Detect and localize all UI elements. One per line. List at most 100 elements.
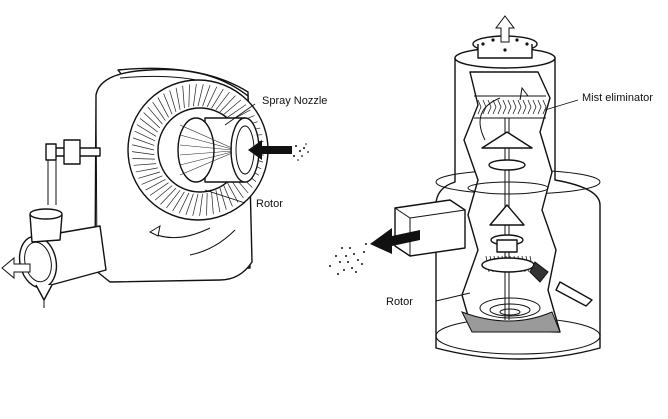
impeller-blade — [211, 88, 224, 109]
impeller-blade — [163, 93, 173, 115]
mist-eliminator-leader — [544, 99, 579, 111]
particle-dot — [361, 263, 363, 265]
mist-eliminator-vane — [487, 99, 492, 115]
particle-dots-left — [293, 143, 309, 161]
rotor-left-label: Rotor — [256, 198, 283, 210]
impeller-blade — [166, 189, 181, 209]
impeller-blade — [219, 95, 236, 113]
impeller-blade — [227, 104, 247, 118]
particle-dot — [329, 265, 331, 267]
impeller-blade — [133, 163, 157, 166]
impeller-blade — [149, 182, 169, 196]
shaft-coupling — [45, 143, 57, 161]
particle-dots-right — [329, 243, 367, 275]
impeller-blade — [147, 106, 163, 125]
impeller-blade — [211, 191, 214, 215]
impeller-blade — [132, 158, 155, 160]
impeller-blade — [172, 191, 185, 212]
drain-stub-top — [29, 208, 63, 220]
mist-eliminator-vane — [542, 99, 547, 115]
flow-arrow-up-2 — [519, 86, 529, 101]
mist-eliminator-label: Mist eliminator — [582, 92, 653, 104]
impeller-blade — [219, 188, 227, 210]
mist-eliminator-vane — [497, 99, 502, 115]
spray-cone — [179, 124, 233, 176]
upper-disc — [488, 159, 526, 171]
impeller-blade — [206, 86, 218, 108]
mist-eliminator-vane — [527, 99, 532, 115]
rotor-arrow-dark — [529, 261, 549, 283]
rotor-right-label: Rotor — [386, 296, 413, 308]
impeller-blade — [192, 193, 199, 216]
impeller-blade — [223, 185, 233, 207]
impeller-blade — [141, 175, 163, 185]
impeller-blade — [175, 87, 181, 110]
impeller-blade — [227, 182, 239, 203]
mist-eliminator — [477, 99, 547, 115]
inlet-duct — [394, 199, 466, 257]
impeller-blade — [197, 84, 204, 107]
impeller-blade — [223, 99, 242, 115]
mist-eliminator-vane — [512, 99, 517, 115]
bearing-block — [63, 139, 81, 165]
particle-dot — [363, 251, 365, 253]
nozzle-back — [177, 117, 215, 183]
impeller-blade — [215, 91, 230, 111]
clean-gas-outlet-arrow — [495, 15, 515, 43]
mist-eliminator-vane — [537, 99, 542, 115]
mist-eliminator-vane — [502, 99, 507, 115]
drain-cone — [35, 284, 53, 301]
impeller-blade — [138, 171, 160, 179]
swirl-base — [479, 297, 541, 319]
mist-eliminator-vane — [492, 99, 497, 115]
particle-dot — [365, 243, 367, 245]
impeller-blade — [154, 185, 173, 201]
impeller-blade — [136, 124, 157, 137]
impeller-blade — [206, 193, 208, 216]
impeller-blade — [135, 167, 158, 173]
impeller-blade — [182, 85, 185, 109]
particle-dot — [347, 261, 349, 263]
spray-nozzle-leader — [224, 103, 256, 126]
impeller-blade — [199, 193, 203, 217]
middle-cone — [489, 204, 525, 226]
impeller-blade — [143, 112, 161, 129]
particle-dot — [349, 247, 351, 249]
impeller-blade — [134, 130, 156, 142]
impeller-blade — [152, 101, 166, 121]
particle-dot — [351, 267, 353, 269]
upper-cone — [481, 131, 533, 149]
liquid-outlet-arrow — [1, 256, 31, 280]
particle-dot — [335, 255, 337, 257]
tower-base — [435, 335, 601, 360]
liquid-sump — [460, 311, 561, 333]
mist-eliminator-vane — [477, 99, 482, 115]
flow-arrow-up — [479, 97, 501, 141]
mist-eliminator-vane — [522, 99, 527, 115]
dirty-gas-inlet-arrow — [370, 228, 420, 254]
particle-dot — [341, 247, 343, 249]
particle-dot — [345, 255, 347, 257]
particle-dot — [339, 261, 341, 263]
mist-eliminator-vane — [517, 99, 522, 115]
impeller-blade — [133, 137, 155, 146]
impeller-blade — [139, 118, 159, 133]
particle-dot — [337, 273, 339, 275]
impeller-blade — [131, 151, 155, 155]
particle-dot — [343, 269, 345, 271]
impeller-blade — [202, 85, 211, 107]
mist-eliminator-vane — [507, 99, 512, 115]
particle-dot — [353, 253, 355, 255]
impeller-blade — [157, 97, 169, 118]
impeller-blade — [160, 187, 177, 205]
spray-nozzle-label: Spray Nozzle — [262, 95, 327, 107]
particle-dot — [355, 271, 357, 273]
impeller-blade — [169, 90, 177, 112]
fan-scrubber: Spray Nozzle Rotor — [1, 67, 327, 308]
swirl-arrow-2 — [189, 229, 236, 256]
rotor-left-leader — [204, 189, 246, 204]
gas-inlet-arrow — [248, 140, 292, 160]
impeller-blade — [188, 84, 190, 107]
tower-scrubber: Mist eliminator Rotor — [329, 15, 653, 360]
